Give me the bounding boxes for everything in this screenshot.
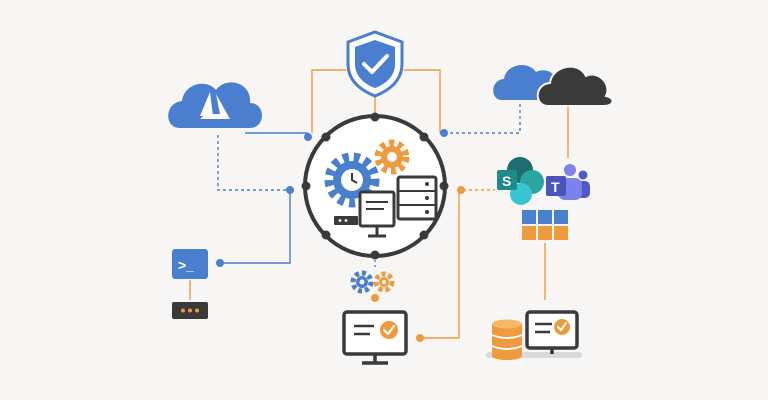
blue-gear-icon	[324, 152, 380, 208]
app-grid-icon	[522, 210, 568, 240]
shield-check-icon	[346, 30, 404, 98]
connector-shield-right	[404, 69, 441, 133]
connector-shield-left	[311, 69, 346, 133]
database-monitor-check-icon	[486, 310, 582, 360]
sharepoint-icon: S	[497, 157, 544, 205]
office-apps-icon: S T	[497, 157, 590, 205]
database-icon	[491, 319, 523, 360]
network-device-icon	[172, 302, 208, 319]
orange-gear-icon	[374, 139, 410, 175]
azure-cloud-icon	[168, 82, 262, 128]
small-gears-icon	[350, 270, 395, 302]
dot-hub-right-blue	[440, 129, 448, 137]
powershell-terminal-icon: >_	[172, 249, 208, 279]
terminal-prompt-text: >_	[178, 257, 194, 273]
dot-azure	[304, 133, 312, 141]
dot-hub-left	[286, 186, 294, 194]
connectors	[189, 69, 569, 339]
server-stack-icon	[334, 175, 438, 238]
teams-icon: T	[546, 164, 590, 200]
dot-hub-right-orange	[457, 186, 465, 194]
dot-terminal	[216, 259, 224, 267]
connector-hub-monitor	[420, 190, 460, 339]
connector-dots	[216, 129, 465, 342]
teams-letter: T	[551, 179, 560, 195]
connector-terminal-hub	[220, 190, 291, 264]
sharepoint-letter: S	[502, 173, 511, 189]
dot-monitor	[416, 334, 424, 342]
connector-hub-clouds	[444, 103, 521, 134]
blue-and-dark-clouds-icon	[493, 64, 614, 107]
gears-servers-hub-icon	[301, 112, 449, 260]
monitor-check-icon	[342, 310, 408, 365]
connector-azure-down	[217, 135, 290, 191]
